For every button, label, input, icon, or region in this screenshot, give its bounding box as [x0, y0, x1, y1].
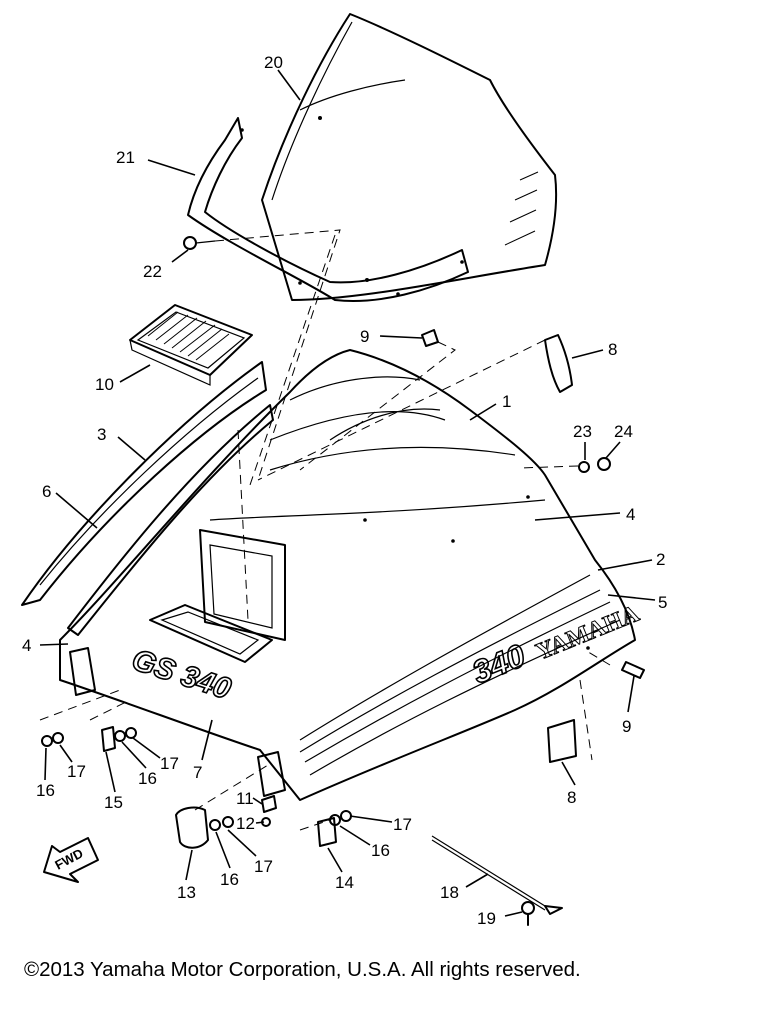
screw-9-right: [621, 661, 645, 679]
callout-12: 12: [236, 814, 255, 833]
callout-19: 19: [477, 909, 496, 928]
callout-3: 3: [97, 425, 106, 444]
callout-13: 13: [177, 883, 196, 902]
callout-24: 24: [614, 422, 633, 441]
callout-17-c: 17: [393, 815, 412, 834]
callout-5: 5: [658, 593, 667, 612]
callout-2: 2: [656, 550, 665, 569]
side-trim-4: [67, 404, 274, 636]
callout-15: 15: [104, 793, 123, 812]
callout-9-upper: 9: [360, 327, 369, 346]
callout-17-d: 17: [254, 857, 273, 876]
callout-16-b: 16: [138, 769, 157, 788]
nut-24: [597, 457, 611, 471]
callout-17-a: 17: [67, 762, 86, 781]
callout-1: 1: [502, 392, 511, 411]
fastener-pair-left: [41, 726, 137, 752]
callout-9-right: 9: [622, 717, 631, 736]
callout-8-upper: 8: [608, 340, 617, 359]
callout-21: 21: [116, 148, 135, 167]
hood: [59, 349, 636, 801]
callout-23: 23: [573, 422, 592, 441]
screw-9-upper: [421, 329, 439, 347]
windshield-frame: [187, 117, 469, 302]
bracket-8-upper: [544, 334, 573, 393]
copyright-notice: ©2013 Yamaha Motor Corporation, U.S.A. A…: [24, 958, 581, 981]
callout-16-d: 16: [220, 870, 239, 889]
bracket-8-lower: [547, 719, 577, 763]
assembly-lines: [39, 229, 611, 831]
callout-18: 18: [440, 883, 459, 902]
callout-4-left: 4: [22, 636, 31, 655]
callout-20: 20: [264, 53, 283, 72]
callout-6: 6: [42, 482, 51, 501]
callout-17-b: 17: [160, 754, 179, 773]
parts-diagram: YAMAHA 340 GS 340: [21, 13, 667, 928]
side-stripe: [21, 361, 267, 606]
callout-16-a: 16: [36, 781, 55, 800]
latch-14: [317, 810, 352, 847]
screw-11-12: [261, 795, 277, 827]
hood-brand-text: YAMAHA: [533, 601, 644, 666]
callout-14: 14: [335, 873, 354, 892]
callout-10: 10: [95, 375, 114, 394]
callout-16-c: 16: [371, 841, 390, 860]
callout-labels: 20 21 22 9 8 10 1 3 23 24 6 4 2 5 4 9 16…: [22, 53, 667, 928]
callout-4-right: 4: [626, 505, 635, 524]
leader-lines: [39, 69, 656, 917]
callout-8-lower: 8: [567, 788, 576, 807]
washer-23: [578, 461, 590, 473]
windshield: [261, 13, 558, 301]
callout-22: 22: [143, 262, 162, 281]
cable-18: [431, 835, 563, 926]
latch-13: [175, 806, 234, 849]
screw-22: [183, 236, 216, 250]
callout-7: 7: [193, 763, 202, 782]
vent-grille: [129, 304, 253, 386]
hood-model-badge: GS 340: [128, 643, 235, 706]
callout-11: 11: [236, 789, 254, 808]
fwd-arrow: [43, 837, 99, 883]
